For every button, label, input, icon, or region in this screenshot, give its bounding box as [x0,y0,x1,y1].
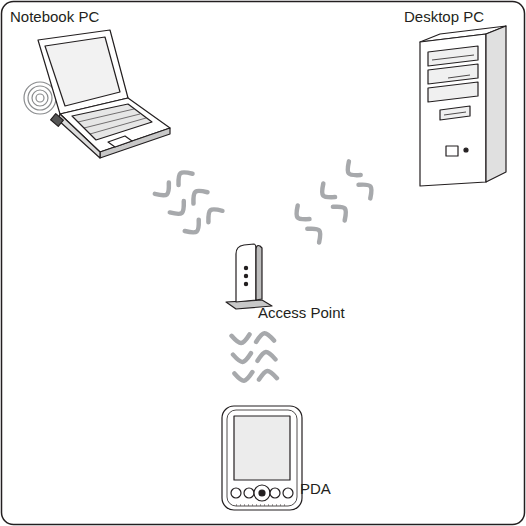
access-point-illustration [226,244,272,309]
device-node: PDA [218,404,306,512]
pda-illustration [222,406,302,510]
device-label: Notebook PC [10,8,99,26]
desktop-illustration [420,26,506,186]
notebook-illustration [24,30,170,158]
device-node: Notebook PC [6,4,174,156]
wireless-signal [297,161,372,242]
device-label: Access Point [258,304,345,322]
device-node: Desktop PC [398,4,516,188]
device-node: Access Point [226,242,270,310]
wireless-signal [232,333,277,380]
device-label: Desktop PC [404,8,484,26]
wireless-signal [155,172,223,232]
device-label: PDA [300,480,331,498]
